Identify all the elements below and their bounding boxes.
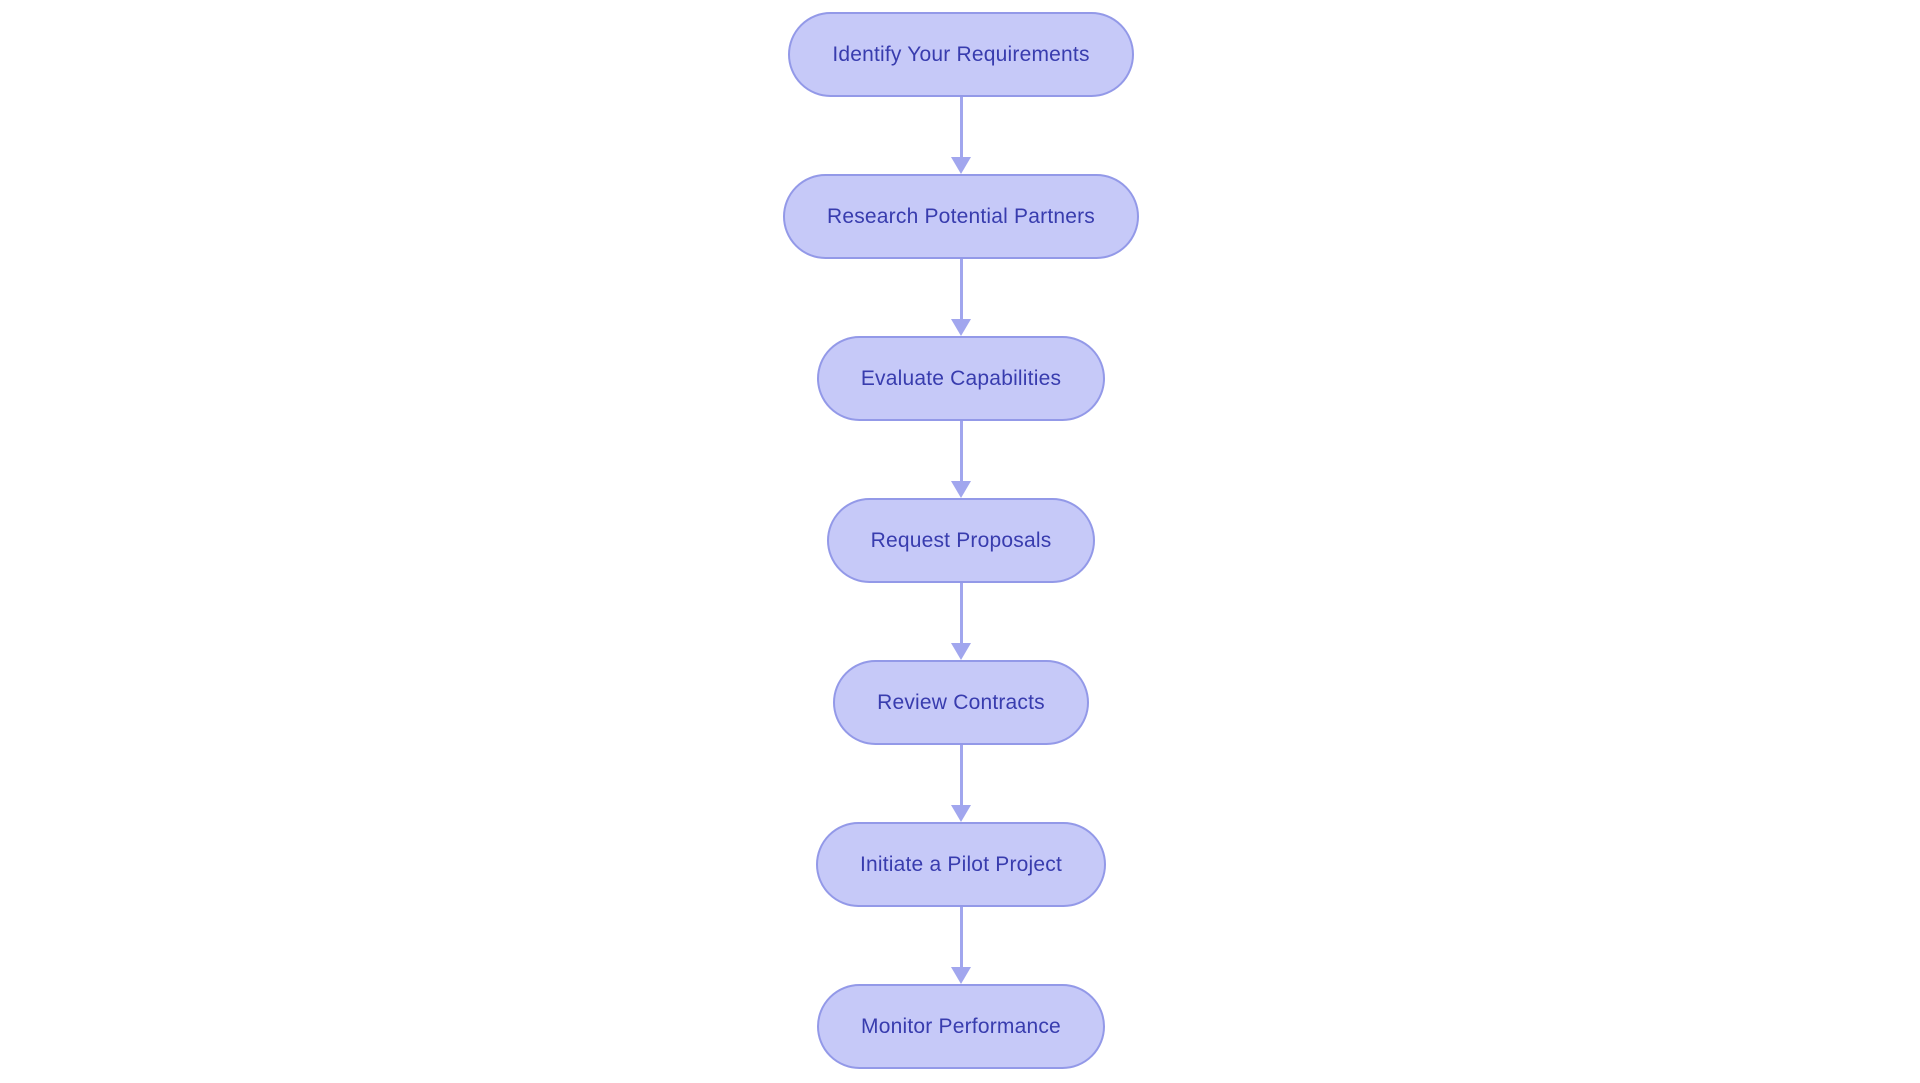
flow-node-label: Research Potential Partners [826, 204, 1096, 228]
arrow-down-icon [951, 319, 971, 336]
arrow-line [959, 583, 963, 643]
flow-node-review-contracts: Review Contracts [833, 660, 1089, 745]
flow-node-research-partners: Research Potential Partners [782, 174, 1140, 259]
flow-node-initiate-pilot-project: Initiate a Pilot Project [815, 822, 1107, 907]
flow-arrow [951, 907, 971, 984]
flow-arrow [951, 421, 971, 498]
flow-node-label: Evaluate Capabilities [860, 366, 1062, 390]
arrow-line [959, 907, 963, 967]
arrow-down-icon [951, 481, 971, 498]
flow-arrow [951, 745, 971, 822]
arrow-down-icon [951, 805, 971, 822]
flow-node-evaluate-capabilities: Evaluate Capabilities [816, 336, 1106, 421]
flow-node-label: Monitor Performance [861, 1014, 1061, 1038]
arrow-line [959, 421, 963, 481]
arrow-down-icon [951, 643, 971, 660]
arrow-line [959, 97, 963, 157]
flow-node-request-proposals: Request Proposals [826, 498, 1096, 583]
flow-node-label: Request Proposals [870, 528, 1052, 552]
flow-node-label: Review Contracts [877, 690, 1045, 714]
arrow-down-icon [951, 967, 971, 984]
arrow-down-icon [951, 157, 971, 174]
arrow-line [959, 745, 963, 805]
flowchart-column: Identify Your Requirements Research Pote… [0, 12, 1920, 1069]
flow-node-identify-requirements: Identify Your Requirements [788, 12, 1134, 97]
flow-node-label: Identify Your Requirements [832, 42, 1090, 66]
flow-arrow [951, 259, 971, 336]
arrow-line [959, 259, 963, 319]
flow-node-label: Initiate a Pilot Project [859, 852, 1063, 876]
flow-arrow [951, 97, 971, 174]
flow-arrow [951, 583, 971, 660]
flow-node-monitor-performance: Monitor Performance [817, 984, 1105, 1069]
